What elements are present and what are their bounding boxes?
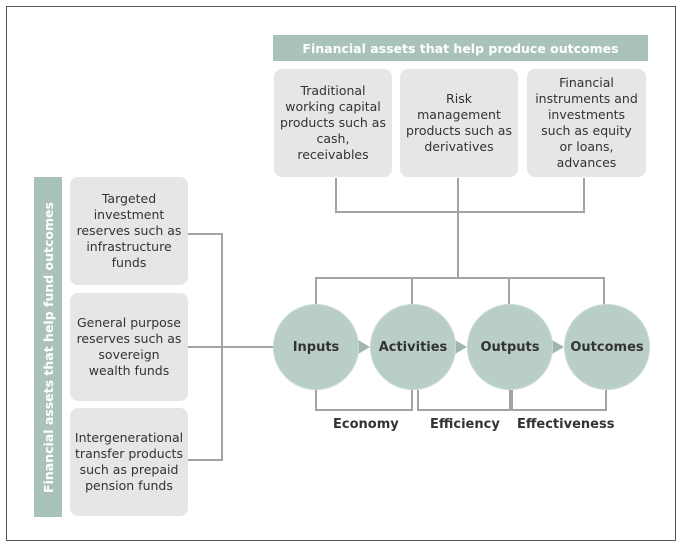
inputs-circle: Inputs	[273, 304, 359, 390]
outputs-circle: Outputs	[467, 304, 553, 390]
working-capital-box: Traditional working capital products suc…	[274, 69, 392, 177]
general-purpose-box: General purpose reserves such as soverei…	[70, 293, 188, 401]
effectiveness-label: Effectiveness	[517, 417, 615, 432]
arrow-3	[552, 340, 564, 354]
fund-outcomes-banner: Financial assets that help fund outcomes	[34, 177, 62, 517]
financial-instruments-box: Financial instruments and investments su…	[527, 69, 646, 177]
arrow-1	[358, 340, 370, 354]
efficiency-bracket	[417, 390, 511, 411]
diagram-frame	[6, 6, 676, 541]
arrow-2	[455, 340, 467, 354]
risk-management-box: Risk management products such as derivat…	[400, 69, 518, 177]
produce-outcomes-banner: Financial assets that help produce outco…	[273, 35, 648, 61]
circle-top-bracket	[315, 277, 605, 305]
outcomes-circle: Outcomes	[564, 304, 650, 390]
economy-label: Economy	[333, 417, 399, 432]
efficiency-label: Efficiency	[430, 417, 500, 432]
economy-bracket	[315, 390, 413, 411]
intergenerational-box: Intergenerational transfer products such…	[70, 408, 188, 516]
targeted-investment-box: Targeted investment reserves such as inf…	[70, 177, 188, 285]
effectiveness-bracket	[511, 390, 607, 411]
top-bracket	[335, 178, 585, 213]
activities-circle: Activities	[370, 304, 456, 390]
